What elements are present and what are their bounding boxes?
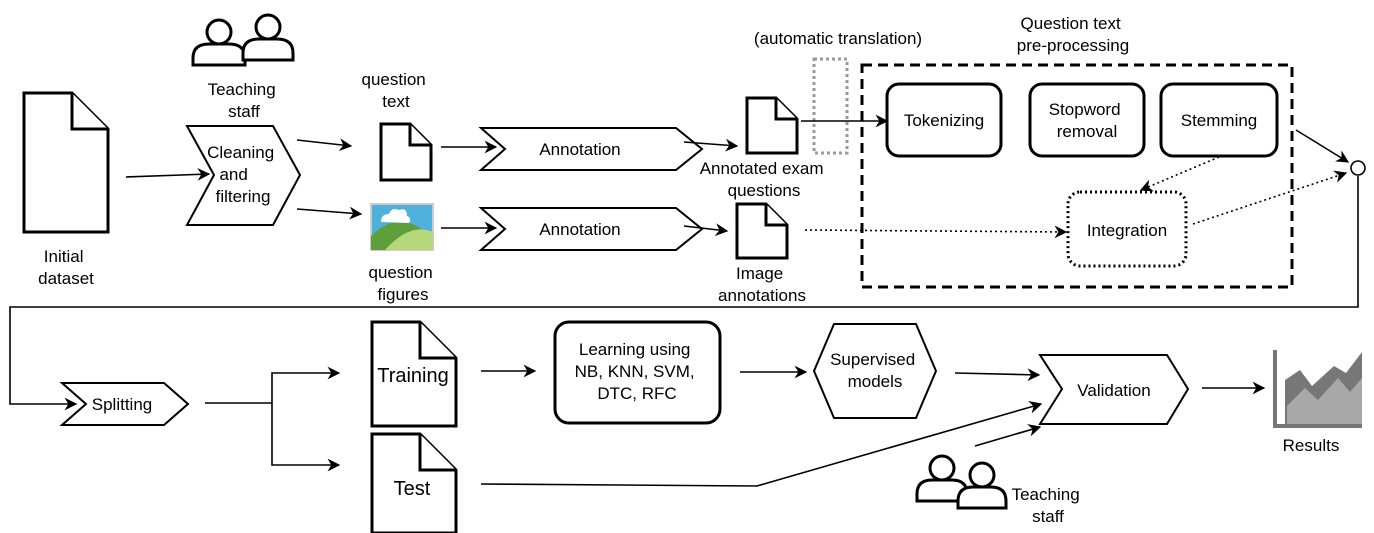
image-annotations-label: Image annotations: [718, 264, 806, 305]
initial-dataset-label-line-1: Initial: [44, 247, 84, 266]
question-figures-label: question figures: [368, 263, 437, 304]
image-annotations-line-2: annotations: [718, 286, 806, 305]
results-area-chart-icon: [1273, 350, 1362, 428]
supervised-line-1: Supervised: [830, 350, 915, 369]
question-text-label: question text: [361, 70, 430, 111]
image-annotations-line-1: Image: [736, 264, 783, 283]
supervised-line-2: models: [848, 372, 903, 391]
automatic-translation-box: [812, 57, 849, 155]
teaching-staff-bottom-line-2: staff: [1032, 507, 1064, 526]
teaching-staff-users-icon: [191, 13, 295, 67]
validation-label: Validation: [1077, 381, 1150, 400]
learning-label: Learning using NB, KNN, SVM, DTC, RFC: [575, 340, 700, 403]
integration-box: [1066, 190, 1188, 268]
question-figures-line-1: question: [368, 263, 432, 282]
teaching-staff-bottom-label: Teaching staff: [1012, 485, 1085, 526]
preprocessing-title: Question text pre-processing: [1017, 14, 1129, 55]
edge-branch-to-training: [271, 366, 341, 403]
stopword-removal-box: [1028, 82, 1146, 158]
annotated-exam-label: Annotated exam questions: [700, 159, 829, 200]
test-document-icon: [370, 432, 458, 533]
integration-label: Integration: [1087, 221, 1167, 240]
cleaning-filtering-label: Cleaning and filtering: [207, 143, 279, 206]
initial-dataset-document-icon: [22, 91, 110, 234]
teaching-staff-top-line-1: Teaching: [208, 80, 276, 99]
preprocessing-title-line-2: pre-processing: [1017, 36, 1129, 55]
test-label: Test: [394, 478, 431, 500]
tokenizing-label: Tokenizing: [904, 111, 984, 130]
edge-branch-to-test: [271, 403, 341, 472]
preprocessing-title-line-1: Question text: [1021, 14, 1121, 33]
annotation-1-step: [478, 127, 704, 171]
initial-dataset-label-line-2: dataset: [38, 269, 94, 288]
teaching-staff-bottom-users-icon: [915, 454, 1008, 510]
annotated-exam-line-1: Annotated exam: [700, 159, 824, 178]
teaching-staff-bottom-line-1: Teaching: [1012, 485, 1080, 504]
stopword-removal-label: Stopword removal: [1049, 100, 1126, 141]
cleaning-line-2: and: [219, 165, 247, 184]
edge-annotation-to-image-annotations: [683, 223, 729, 237]
question-text-line-2: text: [382, 92, 410, 111]
question-figures-image-icon: [370, 203, 434, 251]
stopword-line-1: Stopword: [1049, 100, 1121, 119]
edge-teaching-staff-to-validation: [974, 424, 1042, 447]
training-document-icon: [370, 320, 458, 428]
question-text-line-1: question: [361, 70, 425, 89]
initial-dataset-label: Initial dataset: [38, 247, 94, 288]
edge-supervised-to-validation: [954, 368, 1041, 382]
tokenizing-box: [885, 82, 1003, 158]
cleaning-filtering-step: [185, 125, 302, 226]
question-figures-line-2: figures: [377, 285, 428, 304]
splitting-step: [59, 382, 190, 426]
learning-line-2: NB, KNN, SVM,: [575, 362, 695, 381]
edge-stemming-to-integration: [1139, 156, 1220, 192]
results-label: Results: [1283, 436, 1340, 455]
annotated-exam-line-2: questions: [728, 181, 801, 200]
edge-preprocessing-to-junction: [1295, 129, 1350, 163]
cleaning-line-1: Cleaning: [207, 143, 274, 162]
supervised-models-label: Supervised models: [830, 350, 920, 391]
annotation-1-label: Annotation: [539, 140, 620, 159]
edge-image-annotations-to-integration: [804, 225, 1068, 239]
annotation-2-label: Annotation: [539, 220, 620, 239]
teaching-staff-top-line-2: staff: [228, 102, 260, 121]
edge-annotation-to-annotated-exam: [683, 138, 739, 152]
image-annotations-document-icon: [735, 202, 789, 260]
edge-cleaning-to-question-text: [296, 138, 353, 152]
edge-test-to-validation: [480, 401, 1043, 487]
edge-initial-to-cleaning: [125, 168, 211, 181]
stemming-box: [1159, 82, 1279, 158]
splitting-label: Splitting: [92, 395, 152, 414]
edge-integration-to-junction: [1192, 170, 1348, 225]
learning-line-3: DTC, RFC: [597, 384, 676, 403]
junction-node: [1350, 160, 1366, 176]
annotation-2-step: [478, 207, 704, 251]
training-label: Training: [377, 365, 449, 387]
stemming-label: Stemming: [1181, 111, 1258, 130]
edge-junction-to-splitting: [9, 176, 1359, 411]
teaching-staff-top-label: Teaching staff: [208, 80, 281, 121]
validation-step: [1038, 354, 1190, 425]
automatic-translation-label: (automatic translation): [754, 29, 922, 48]
edge-cleaning-to-question-figures: [296, 206, 363, 220]
stopword-line-2: removal: [1057, 122, 1117, 141]
annotated-exam-document-icon: [745, 96, 799, 155]
question-text-document-icon: [379, 122, 433, 182]
learning-line-1: Learning using: [579, 340, 691, 359]
supervised-models-hexagon: [812, 323, 938, 419]
learning-box: [553, 320, 722, 425]
preprocessing-container: [860, 63, 1294, 289]
cleaning-line-3: filtering: [216, 187, 271, 206]
